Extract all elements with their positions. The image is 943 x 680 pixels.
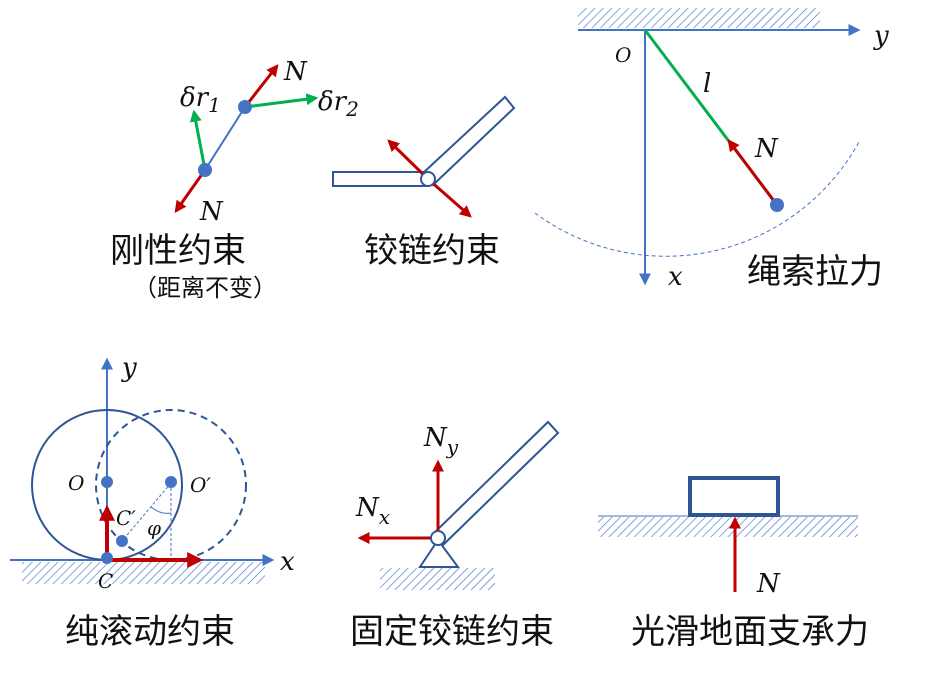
- rope-caption: 绳索拉力: [747, 252, 883, 292]
- o-label: O: [68, 471, 84, 495]
- fixed-hinge-panel: Ny Nx 固定铰链约束: [350, 420, 560, 652]
- n2-arrow: [243, 64, 279, 108]
- dr1-label: δr1: [180, 83, 221, 117]
- y-label: y: [121, 353, 137, 383]
- hinge-caption: 铰链约束: [364, 231, 500, 271]
- hinge-constraint-panel: 铰链约束: [332, 95, 516, 271]
- x-label: x: [280, 547, 295, 577]
- c-prime-label: C′: [116, 506, 136, 530]
- origin-label: O: [615, 43, 631, 67]
- rope-tension-panel: y O l N x 绳索拉力: [534, 8, 889, 292]
- rolling-constraint-panel: y x O O′ C′ φ C 纯滚动约束: [10, 353, 295, 652]
- ny-label: Ny: [423, 423, 459, 459]
- dr2-label: δr2: [318, 87, 359, 121]
- o-prime-label: O′: [190, 473, 211, 497]
- dr1-arrow: [189, 109, 207, 171]
- y-label: y: [873, 21, 889, 51]
- phi-label: φ: [147, 516, 161, 540]
- rigid-constraint-panel: δr1 δr2 N N 刚性约束 （距离不变）: [110, 57, 359, 302]
- smooth-ground-panel: N 光滑地面支承力: [598, 476, 869, 652]
- rigid-caption: 刚性约束: [110, 231, 246, 271]
- rolling-caption: 纯滚动约束: [65, 612, 235, 652]
- n2-label: N: [283, 57, 308, 87]
- c-label: C: [98, 569, 113, 593]
- smooth-caption: 光滑地面支承力: [631, 612, 869, 652]
- fixed-hinge-caption: 固定铰链约束: [350, 612, 554, 652]
- length-label: l: [703, 69, 711, 99]
- n1-arrow: [174, 169, 207, 213]
- nx-label: Nx: [355, 493, 390, 529]
- x-label: x: [668, 262, 683, 292]
- rigid-subcaption: （距离不变）: [133, 274, 277, 302]
- dr2-arrow: [244, 93, 319, 109]
- n1-label: N: [199, 197, 224, 227]
- n-label: N: [754, 134, 779, 164]
- n-label: N: [756, 569, 781, 599]
